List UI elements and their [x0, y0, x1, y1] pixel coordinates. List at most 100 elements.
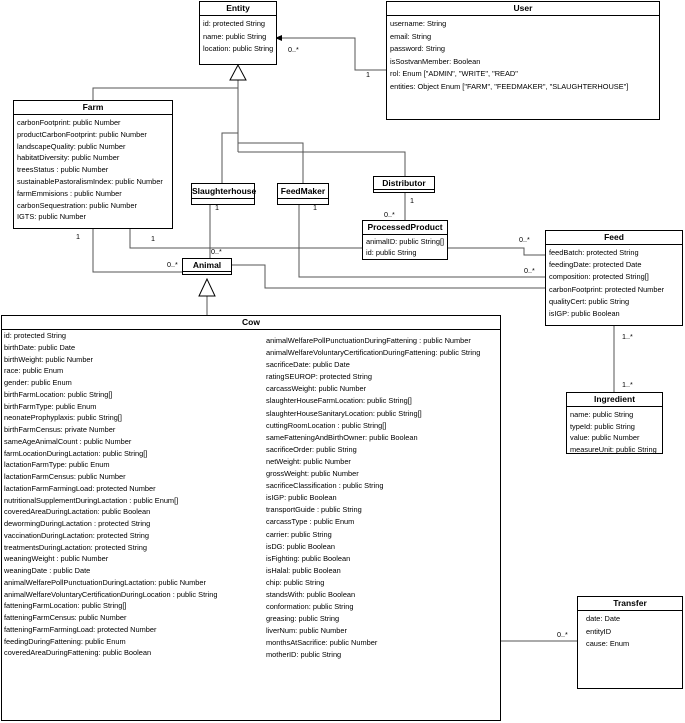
class-entity[interactable]: Entity id: protected String name: public…: [199, 1, 277, 65]
attribute: vaccinationDuringLactation: protected St…: [4, 530, 150, 540]
attribute: value: public Number: [570, 433, 640, 442]
attribute: lactationFarmType: public Enum: [4, 460, 110, 470]
attribute: liverNum: public Number: [266, 626, 347, 636]
multiplicity-distributor-one: 1: [410, 196, 414, 205]
class-ingredient-title: Ingredient: [567, 393, 662, 407]
attribute: race: public Enum: [4, 366, 64, 376]
attribute: carcassType : public Enum: [266, 517, 355, 527]
attribute: carcassWeight: public Number: [266, 384, 367, 394]
attribute: entities: Object Enum ["FARM", "FEEDMAKE…: [390, 81, 629, 91]
class-slaughterhouse[interactable]: Slaughterhouse: [191, 183, 256, 205]
edge-inherit-distributor: [238, 151, 406, 176]
class-feed[interactable]: Feed feedBatch: protected String feeding…: [545, 230, 683, 326]
attribute: cuttingRoomLocation : public String[]: [266, 420, 387, 430]
attribute: birthWeight: public Number: [4, 354, 94, 364]
class-feed-title: Feed: [546, 231, 682, 245]
attribute: carbonFootprint: public Number: [17, 118, 121, 127]
attribute: qualityCert: public String: [549, 296, 630, 306]
class-ingredient[interactable]: Ingredient name: public String typeId: p…: [566, 392, 663, 454]
class-feedmaker[interactable]: FeedMaker: [277, 183, 329, 205]
attribute: isFighting: public Boolean: [266, 553, 351, 563]
class-distributor[interactable]: Distributor: [373, 176, 435, 193]
multiplicity-ingredient-many: 1..*: [622, 380, 633, 389]
attribute: measureUnit: public String: [570, 444, 657, 454]
attribute: conformation: public String: [266, 602, 354, 612]
attribute: fatteningFarmFarmingLoad: protected Numb…: [4, 624, 157, 634]
attribute: isSostvanMember: Boolean: [390, 56, 481, 66]
class-cow[interactable]: Cow id: protected String birthDate: publ…: [1, 315, 501, 721]
inherit-triangle-entity: [229, 63, 247, 81]
class-feedmaker-title: FeedMaker: [278, 184, 328, 199]
multiplicity-feed-ingredient: 1..*: [622, 332, 633, 341]
attribute: gender: public Enum: [4, 378, 72, 387]
class-cow-attributes-left: id: protected String birthDate: public D…: [2, 329, 264, 660]
attribute: birthFarmLocation: public String[]: [4, 389, 113, 399]
class-transfer-attributes: date: Date entityID cause: Enum: [578, 611, 682, 653]
attribute: animalWelfarePollPunctuationDuringLactat…: [4, 577, 206, 587]
multiplicity-farm-one: 1: [76, 232, 80, 241]
class-user-title: User: [387, 2, 659, 16]
attribute: name: public String: [570, 410, 634, 419]
attribute: productCarbonFootprint: public Number: [17, 129, 147, 139]
attribute: neonateProphyplaxis: public String[]: [4, 413, 122, 423]
multiplicity-user-entity-many: 0..*: [288, 45, 299, 54]
attribute: birthFarmType: public Enum: [4, 401, 97, 411]
attribute: sacrificeClassification : public String: [266, 481, 384, 491]
multiplicity-feed-many-top: 0..*: [519, 235, 530, 244]
multiplicity-processed-many: 0..*: [384, 210, 395, 219]
attribute: ratingSEUROP: protected String: [266, 372, 372, 382]
attribute: carbonSequestration: public Number: [17, 200, 137, 210]
edge-inherit-farm: [92, 80, 239, 100]
class-transfer[interactable]: Transfer date: Date entityID cause: Enum: [577, 596, 683, 689]
attribute: coveredAreaDuringLactation: public Boole…: [4, 507, 151, 517]
attribute: weaningDate : public Date: [4, 566, 91, 575]
class-animal[interactable]: Animal: [182, 258, 232, 275]
class-farm-attributes: carbonFootprint: public Number productCa…: [14, 115, 172, 225]
multiplicity-user-entity-one: 1: [366, 70, 370, 79]
attribute: slaughterHouseSanitaryLocation: public S…: [266, 408, 422, 418]
class-farm[interactable]: Farm carbonFootprint: public Number prod…: [13, 100, 173, 229]
edge-inherit-slaughterhouse: [221, 132, 238, 183]
attribute: cause: Enum: [586, 639, 630, 648]
attribute: typeId: public String: [570, 421, 635, 431]
attribute: isIGP: public Boolean: [266, 493, 337, 503]
inherit-triangle-animal: [198, 277, 216, 297]
attribute: farmLocationDuringLactation: public Stri…: [4, 448, 148, 458]
multiplicity-farm-feed-one: 1: [151, 234, 155, 243]
class-processed-product[interactable]: ProcessedProduct animalID: public String…: [362, 220, 448, 260]
class-entity-title: Entity: [200, 2, 276, 16]
class-feed-attributes: feedBatch: protected String feedingDate:…: [546, 245, 682, 322]
class-user[interactable]: User username: String email: String pass…: [386, 1, 660, 120]
attribute: date: Date: [586, 614, 621, 623]
attribute: treatmentsDuringLactation: protected Str…: [4, 542, 147, 552]
attribute: password: String: [390, 44, 446, 54]
attribute: animalWelfareVoluntaryCertificationDurin…: [266, 348, 481, 358]
attribute: name: public String: [203, 31, 267, 41]
attribute: weaningWeight : public Number: [4, 554, 109, 564]
class-slaughterhouse-title: Slaughterhouse: [192, 184, 256, 199]
class-cow-attributes-right: animalWelfarePollPunctuationDuringFatten…: [264, 334, 504, 663]
attribute: id: public String: [366, 248, 417, 257]
attribute: landscapeQuality: public Number: [17, 141, 126, 151]
attribute: location: public String: [203, 44, 274, 54]
attribute: coveredAreaDuringFattening: public Boole…: [4, 648, 152, 658]
attribute: username: String: [390, 19, 447, 28]
class-cow-title: Cow: [2, 316, 500, 330]
attribute: sacrificeDate: public Date: [266, 360, 350, 370]
edge-user-entity: [275, 37, 386, 71]
class-processed-product-title: ProcessedProduct: [363, 221, 447, 235]
attribute: id: protected String: [203, 19, 266, 28]
attribute: entityID: [586, 626, 612, 636]
attribute: sameFatteningAndBirthOwner: public Boole…: [266, 432, 418, 442]
attribute: animalID: public String[]: [366, 237, 445, 246]
attribute: motherID: public String: [266, 650, 342, 660]
multiplicity-animal-slaughter-many: 0..*: [211, 247, 222, 256]
attribute: sacrificeOrder: public String: [266, 444, 357, 454]
edge-farm-animal: [92, 229, 190, 273]
attribute: greasing: public String: [266, 614, 340, 624]
attribute: composition: protected String[]: [549, 272, 649, 282]
attribute: birthFarmCensus: private Number: [4, 425, 116, 434]
attribute: standsWith: public Boolean: [266, 589, 356, 599]
attribute: isIGP: public Boolean: [549, 309, 620, 319]
